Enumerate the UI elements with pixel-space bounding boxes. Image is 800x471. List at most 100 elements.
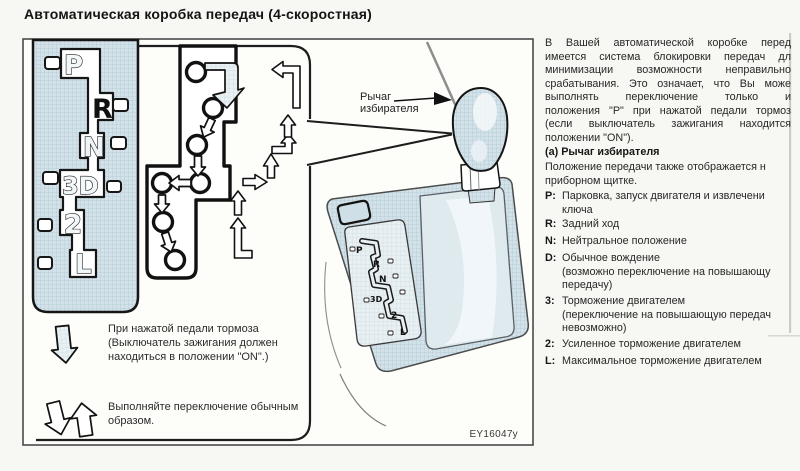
section-a-line: Положение передачи также отображается н [545, 161, 766, 173]
lever-label: Рычаг избирателя [360, 91, 419, 115]
position-key: D: [545, 252, 557, 264]
downshift-arrow-r-n [199, 116, 217, 138]
intro-line: срабатывания. Это означает, что Вы може [545, 77, 791, 90]
position-item-2: 2: Усиленное торможение двигателем [545, 338, 800, 352]
upshift-arrow-r-p [271, 60, 301, 109]
downshift-arrow-d-3 [168, 174, 192, 192]
position-key: N: [545, 235, 557, 247]
position-circle-r [201, 96, 225, 120]
upshift-arrow-l-2 [229, 217, 253, 259]
position-line: Задний ход [562, 218, 620, 230]
figure-code: EY16047y [469, 429, 518, 440]
section-a-text: Положение передачи также отображается н … [545, 161, 766, 188]
shift-pattern-diagram [145, 44, 301, 280]
knob-highlight [473, 93, 497, 131]
position-key: R: [545, 218, 557, 230]
console-contour-2 [324, 261, 342, 369]
gate-letter-l: L [75, 250, 92, 280]
legend-up-arrow-icon [69, 402, 98, 438]
page-title: Автоматическая коробка передач (4-скорос… [24, 6, 372, 22]
legend-normal-line1: Выполняйте переключение обычным [108, 401, 299, 413]
gate-letter-n: N [83, 133, 105, 163]
intro-line: положении "ON"). [545, 131, 634, 144]
lever-label-line1: Рычаг [360, 91, 392, 103]
position-item-n: N: Нейтральное положение [545, 235, 800, 249]
position-line: ключа [562, 203, 593, 216]
page-edge-mark [768, 335, 800, 337]
downshift-arrow-3-2 [153, 194, 171, 214]
position-circle-l [163, 248, 187, 272]
intro-paragraph: В Вашей автоматической коробке перед име… [545, 37, 791, 145]
position-line: Парковка, запуск двигателя и извлечени [562, 190, 765, 202]
intro-line: В Вашей автоматической коробке перед [545, 37, 791, 49]
intro-line: имеется система блокировки передач дл [545, 50, 791, 63]
knob-highlight-2 [471, 140, 487, 162]
console-button [336, 199, 372, 226]
upshift-arrow-r [279, 114, 297, 138]
upshift-arrow-n-r [271, 133, 297, 155]
mini-gate-letter-n: N [379, 275, 387, 285]
position-item-r: R: Задний ход [545, 218, 800, 232]
lever-label-line2: избирателя [360, 103, 419, 115]
position-circle-n [185, 133, 209, 157]
position-line: Усиленное торможение двигателем [562, 338, 741, 350]
position-item-d: D: Обычное вождение (возможно переключен… [545, 252, 800, 293]
gate-letter-p: P [64, 51, 83, 81]
section-a-line: приборном щитке. [545, 174, 638, 187]
downshift-arrow-n-d [189, 155, 207, 177]
position-item-p: P: Парковка, запуск двигателя и извлечен… [545, 190, 800, 217]
position-key: 2: [545, 338, 555, 350]
console-highlight [444, 196, 497, 345]
position-key: L: [545, 355, 556, 367]
console-contour [339, 373, 387, 427]
position-line: передачу) [562, 279, 613, 291]
mini-gate-letter-p: P [356, 246, 363, 256]
section-a-title: (а) Рычаг избирателя [545, 146, 660, 158]
position-line: Торможение двигателем [562, 295, 686, 307]
mini-gate-buttons [349, 246, 406, 336]
position-item-3: 3: Торможение двигателем (переключение н… [545, 295, 800, 336]
mini-gate-letter-l: L [400, 328, 406, 338]
position-line: Нейтральное положение [562, 235, 687, 247]
legend-brake-line1: При нажатой педали тормоза [108, 323, 259, 335]
upshift-arrow-d-n [262, 153, 280, 179]
position-circle-d [188, 171, 212, 195]
legend-down-arrow-icon [44, 400, 72, 436]
intro-line: выполнять переключение только и [545, 91, 791, 103]
upshift-arrows [229, 60, 301, 259]
intro-line: положения "Р" при нажатой педали тормоз [545, 104, 791, 117]
gate-letter-3d: 3D [62, 172, 99, 200]
legend-normal-text: Выполняйте переключение обычным образом. [108, 400, 298, 428]
console-illustration: P R N 3D 2 L [324, 41, 530, 427]
position-line: Обычное вождение [562, 252, 660, 264]
intro-line: (если выключатель зажигания находится [545, 118, 791, 130]
position-circle-2 [151, 210, 175, 234]
mini-gate-channel-inner [360, 239, 407, 333]
position-line: (возможно переключение на повышающу [562, 265, 771, 278]
position-key: 3: [545, 295, 555, 307]
position-line: Максимальное торможение двигателем [562, 355, 762, 367]
gate-letter-r: R [92, 94, 113, 125]
console-shift-plate [344, 219, 422, 347]
legend-brake-line3: находиться в положении "ON".) [108, 351, 269, 363]
page-edge-line [789, 33, 792, 333]
mini-gate-letter-r: R [373, 260, 380, 270]
legend-brake-text: При нажатой педали тормоза (Выключатель … [108, 322, 278, 364]
mini-gate-letter-2: 2 [391, 311, 397, 321]
brake-shift-arrow-icon [204, 62, 245, 109]
upshift-arrow-2-3 [229, 190, 247, 216]
position-key: P: [545, 190, 556, 202]
position-circle-p [184, 60, 208, 84]
position-line: невозможно) [562, 322, 627, 334]
upshift-arrow-3-d [242, 173, 268, 191]
right-column: В Вашей автоматической коробке перед име… [545, 35, 800, 375]
lever-pointer-arrow-icon [393, 92, 452, 105]
position-item-l: L: Максимальное торможение двигателем [545, 355, 800, 369]
callout-wedge [306, 120, 452, 166]
legend-icons [44, 324, 98, 438]
downshift-arrow-2-l [160, 231, 177, 253]
legend-normal-line2: образом. [108, 415, 155, 427]
downshift-arrows [153, 116, 217, 253]
legend-brake-line2: (Выключатель зажигания должен [108, 337, 278, 349]
